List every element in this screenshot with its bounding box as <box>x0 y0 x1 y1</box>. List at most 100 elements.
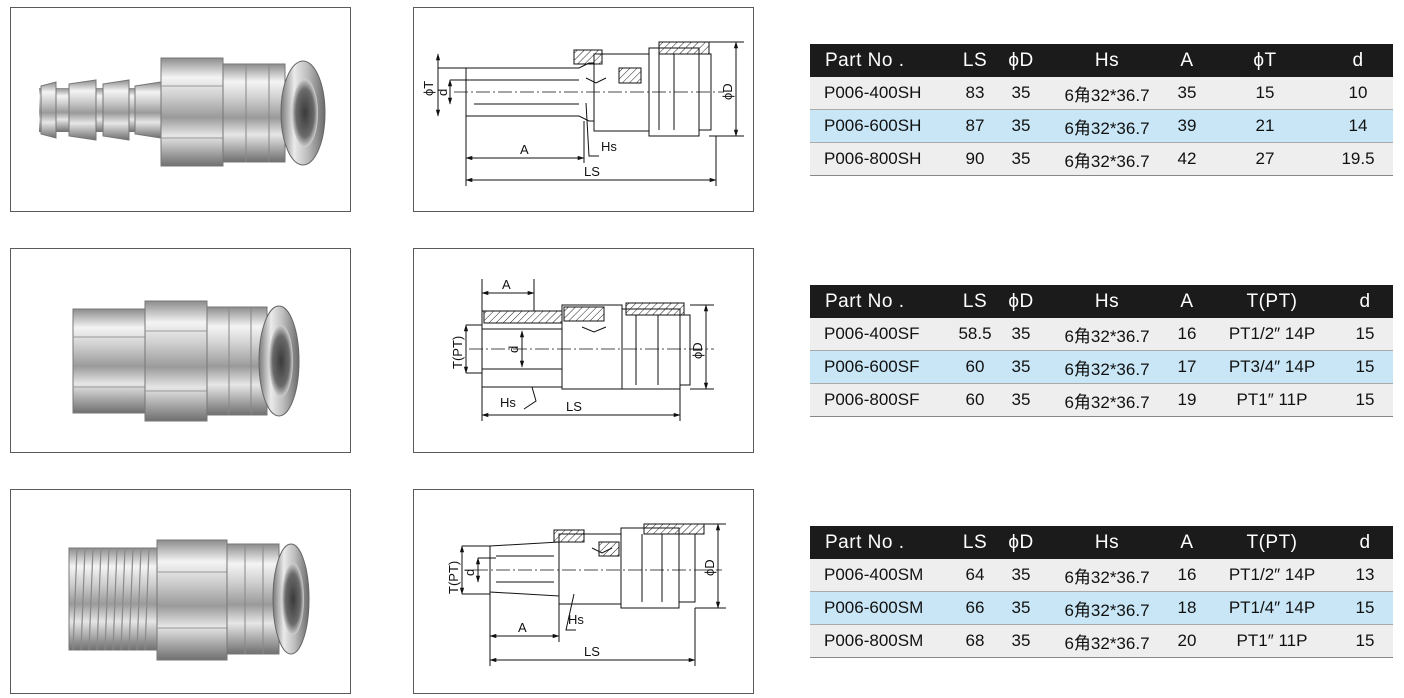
cell-d: 15 <box>1337 591 1393 625</box>
header-hs: Hs <box>1047 285 1167 318</box>
cell-d: 13 <box>1337 559 1393 592</box>
cell-part-no: P006-800SM <box>810 624 955 658</box>
header-a: A <box>1167 526 1207 559</box>
cell-ls: 66 <box>955 591 995 625</box>
cell-d: 14 <box>1323 109 1393 143</box>
cell-phid: 35 <box>995 350 1047 384</box>
dim-label-phiD: ϕD <box>720 83 735 100</box>
cell-phid: 35 <box>995 77 1047 110</box>
drawing-frame-sf: A T(PT) d ϕD Hs LS <box>413 248 754 453</box>
cell-a: 16 <box>1167 318 1207 351</box>
dim-label-T: T(PT) <box>450 336 465 369</box>
cell-d: 15 <box>1337 624 1393 658</box>
header-ls: LS <box>955 526 995 559</box>
header-part-no: Part No . <box>810 526 955 559</box>
dim-label-d: d <box>506 346 521 353</box>
cell-hs: 6角32*36.7 <box>1047 559 1167 592</box>
product-photo-female-thread-coupler <box>72 300 300 422</box>
dim-label-d: d <box>462 569 477 576</box>
header-a: A <box>1167 44 1207 77</box>
header-part-no: Part No . <box>810 285 955 318</box>
cell-ls: 83 <box>955 77 995 110</box>
drawing-frame-sh: ϕT d ϕD A Hs LS <box>413 7 754 212</box>
cell-hs: 6角32*36.7 <box>1047 318 1167 351</box>
cell-phid: 35 <box>995 624 1047 658</box>
cell-ls: 64 <box>955 559 995 592</box>
technical-drawing-sf: A T(PT) d ϕD Hs LS <box>450 277 714 421</box>
cell-part-no: P006-400SM <box>810 559 955 592</box>
cell-a: 18 <box>1167 591 1207 625</box>
header-phid: ϕD <box>995 285 1047 318</box>
cell-part-no: P006-600SM <box>810 591 955 625</box>
dim-label-A: A <box>502 277 511 292</box>
cell-t: PT1″ 11P <box>1207 624 1337 658</box>
header-d: d <box>1337 285 1393 318</box>
cell-part-no: P006-600SH <box>810 109 955 143</box>
header-phid: ϕD <box>995 44 1047 77</box>
photo-frame-sm <box>10 489 351 694</box>
header-d: d <box>1337 526 1393 559</box>
cell-t: 21 <box>1207 109 1323 143</box>
cell-hs: 6角32*36.7 <box>1047 77 1167 110</box>
dim-label-A: A <box>520 142 529 157</box>
cell-ls: 60 <box>955 350 995 384</box>
cell-hs: 6角32*36.7 <box>1047 624 1167 658</box>
cell-d: 10 <box>1323 77 1393 110</box>
dim-label-LS: LS <box>566 399 582 414</box>
dim-label-Hs: Hs <box>568 612 584 627</box>
header-ls: LS <box>955 285 995 318</box>
cell-a: 20 <box>1167 624 1207 658</box>
cell-d: 15 <box>1337 350 1393 384</box>
cell-hs: 6角32*36.7 <box>1047 350 1167 384</box>
cell-hs: 6角32*36.7 <box>1047 591 1167 625</box>
header-phid: ϕD <box>995 526 1047 559</box>
cell-phid: 35 <box>995 318 1047 351</box>
cell-d: 19.5 <box>1323 142 1393 176</box>
cell-phid: 35 <box>995 559 1047 592</box>
cell-ls: 68 <box>955 624 995 658</box>
dim-label-d: d <box>435 89 450 96</box>
cell-part-no: P006-400SF <box>810 318 955 351</box>
header-a: A <box>1167 285 1207 318</box>
cell-part-no: P006-400SH <box>810 77 955 110</box>
dim-label-phiT: ϕT <box>421 81 436 96</box>
table-header-row: Part No . LS ϕD Hs A ϕT d <box>810 44 1393 77</box>
dim-label-Hs: Hs <box>500 395 516 410</box>
cell-t: PT1/2″ 14P <box>1207 559 1337 592</box>
photo-frame-sh <box>10 7 351 212</box>
cell-a: 42 <box>1167 142 1207 176</box>
cell-phid: 35 <box>995 142 1047 176</box>
header-t: ϕT <box>1207 44 1323 77</box>
cell-part-no: P006-800SH <box>810 142 955 176</box>
header-hs: Hs <box>1047 526 1167 559</box>
cell-t: PT3/4″ 14P <box>1207 350 1337 384</box>
dim-label-LS: LS <box>584 644 600 659</box>
cell-a: 17 <box>1167 350 1207 384</box>
dim-label-Hs: Hs <box>601 139 617 154</box>
technical-drawing-sh: ϕT d ϕD A Hs LS <box>421 41 744 186</box>
cell-t: PT1/2″ 14P <box>1207 318 1337 351</box>
cell-hs: 6角32*36.7 <box>1047 383 1167 417</box>
cell-ls: 87 <box>955 109 995 143</box>
cell-a: 39 <box>1167 109 1207 143</box>
cell-d: 15 <box>1337 383 1393 417</box>
dim-label-A: A <box>518 620 527 635</box>
cell-t: 15 <box>1207 77 1323 110</box>
cell-ls: 60 <box>955 383 995 417</box>
header-t: T(PT) <box>1207 526 1337 559</box>
table-header-row: Part No . LS ϕD Hs A T(PT) d <box>810 285 1393 318</box>
cell-a: 35 <box>1167 77 1207 110</box>
cell-phid: 35 <box>995 383 1047 417</box>
dim-label-LS: LS <box>584 164 600 179</box>
cell-part-no: P006-800SF <box>810 383 955 417</box>
table-header-row: Part No . LS ϕD Hs A T(PT) d <box>810 526 1393 559</box>
